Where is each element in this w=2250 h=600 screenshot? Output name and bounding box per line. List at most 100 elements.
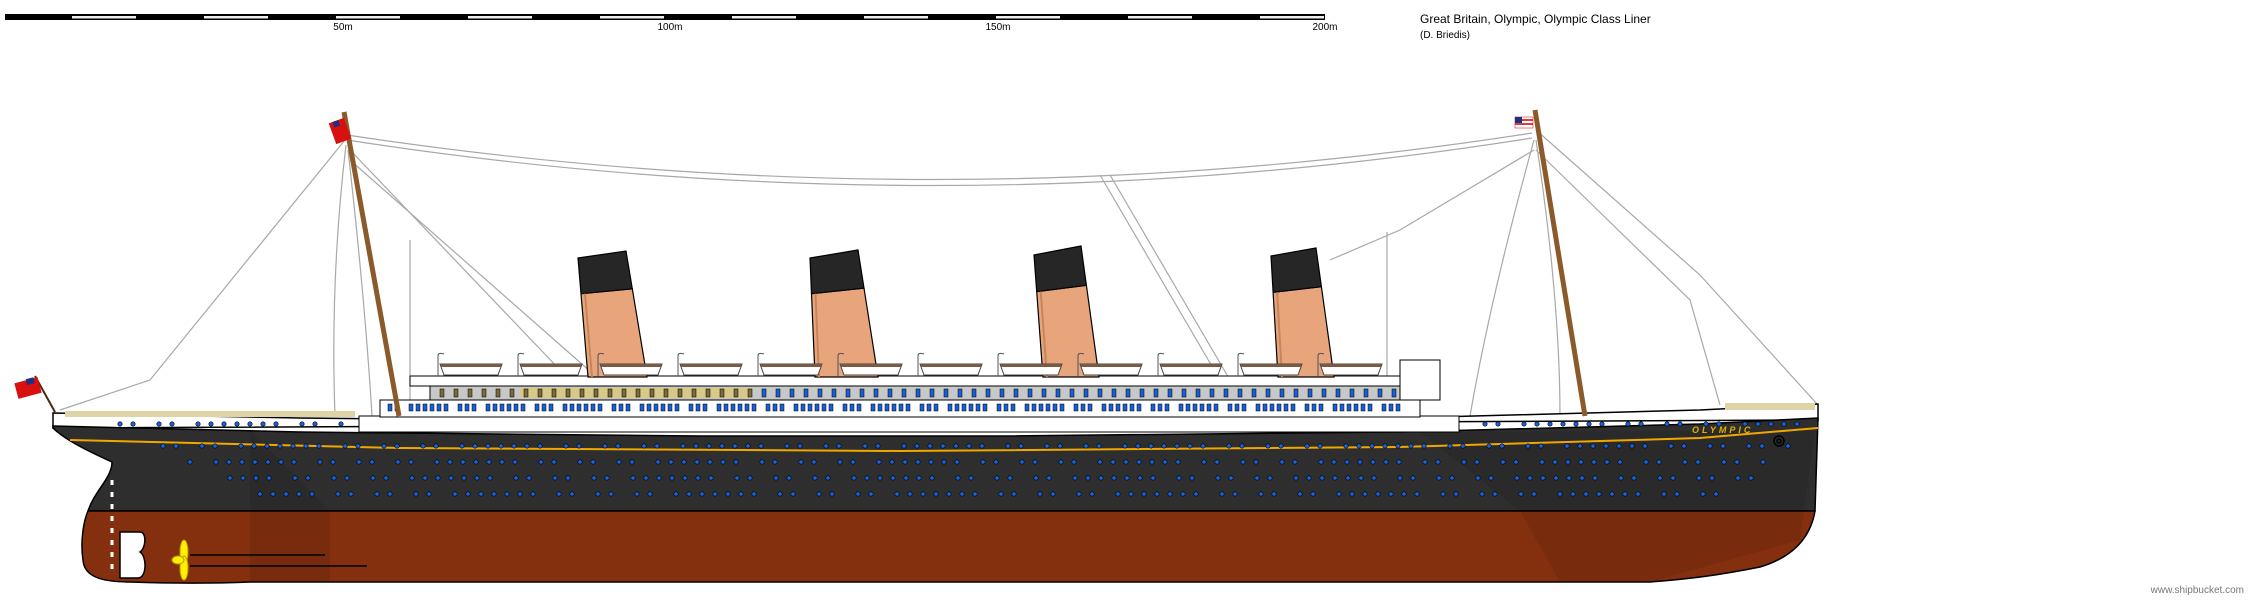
window	[1027, 388, 1033, 398]
porthole	[1703, 421, 1709, 427]
scale-bar-segment	[468, 16, 532, 19]
window	[702, 403, 708, 412]
porthole	[1573, 421, 1579, 427]
window	[737, 403, 743, 412]
porthole	[993, 459, 999, 465]
window	[985, 388, 991, 398]
porthole	[460, 459, 466, 465]
porthole	[348, 491, 354, 497]
window	[772, 403, 778, 412]
window	[1150, 403, 1156, 412]
porthole	[1072, 475, 1078, 481]
porthole	[1161, 443, 1167, 449]
window	[929, 388, 935, 398]
porthole	[1085, 475, 1091, 481]
porthole	[1148, 443, 1154, 449]
porthole	[1149, 459, 1155, 465]
porthole	[1695, 459, 1701, 465]
porthole	[260, 421, 266, 427]
c-deck	[358, 415, 1460, 433]
porthole	[487, 475, 493, 481]
lifeboat-cover	[921, 364, 981, 367]
porthole	[1531, 491, 1537, 497]
window	[481, 388, 487, 398]
window	[716, 403, 722, 412]
porthole	[825, 475, 831, 481]
porthole	[344, 475, 350, 481]
porthole	[1435, 459, 1441, 465]
porthole	[1397, 475, 1403, 481]
porthole	[894, 491, 900, 497]
porthole	[959, 491, 965, 497]
window	[1388, 403, 1394, 412]
porthole	[876, 459, 882, 465]
porthole	[850, 459, 856, 465]
porthole	[435, 475, 441, 481]
porthole	[335, 491, 341, 497]
porthole	[1518, 491, 1524, 497]
porthole	[212, 443, 218, 449]
funnel-shading	[1276, 292, 1283, 378]
porthole	[299, 421, 305, 427]
window	[1129, 403, 1135, 412]
porthole	[1742, 421, 1748, 427]
porthole	[1215, 475, 1221, 481]
scale-label-200: 200m	[1312, 22, 1338, 33]
window	[467, 388, 473, 398]
lifeboat-cover	[1081, 364, 1141, 367]
porthole	[1267, 475, 1273, 481]
porthole	[643, 475, 649, 481]
porthole	[738, 491, 744, 497]
window	[957, 388, 963, 398]
porthole	[199, 443, 205, 449]
porthole	[1716, 421, 1722, 427]
porthole	[1599, 421, 1605, 427]
window	[408, 403, 414, 412]
porthole	[668, 459, 674, 465]
porthole	[1553, 475, 1559, 481]
porthole	[812, 475, 818, 481]
porthole	[980, 459, 986, 465]
porthole	[173, 443, 179, 449]
porthole	[1768, 421, 1774, 427]
window	[947, 403, 953, 412]
window	[1199, 403, 1205, 412]
porthole	[693, 443, 699, 449]
porthole	[889, 459, 895, 465]
porthole	[634, 491, 640, 497]
porthole	[257, 491, 263, 497]
porthole	[474, 475, 480, 481]
porthole	[1682, 459, 1688, 465]
anchor-icon	[1773, 435, 1785, 447]
davit	[1157, 352, 1165, 376]
porthole	[1345, 475, 1351, 481]
window	[1353, 403, 1359, 412]
porthole	[927, 443, 933, 449]
window	[1195, 388, 1201, 398]
window	[971, 388, 977, 398]
porthole	[1228, 475, 1234, 481]
window	[968, 403, 974, 412]
porthole	[1076, 491, 1082, 497]
porthole	[1005, 443, 1011, 449]
porthole	[273, 421, 279, 427]
porthole	[1343, 443, 1349, 449]
window	[1213, 403, 1219, 412]
porthole	[524, 443, 530, 449]
porthole	[759, 459, 765, 465]
porthole	[576, 443, 582, 449]
porthole	[1618, 475, 1624, 481]
porthole	[434, 459, 440, 465]
porthole	[1344, 459, 1350, 465]
porthole	[1552, 459, 1558, 465]
porthole	[1643, 459, 1649, 465]
porthole	[1279, 459, 1285, 465]
window	[891, 403, 897, 412]
window	[870, 403, 876, 412]
deck-windows	[387, 388, 1401, 412]
porthole	[1453, 491, 1459, 497]
porthole	[1111, 475, 1117, 481]
porthole	[903, 475, 909, 481]
porthole	[552, 475, 558, 481]
window	[1010, 403, 1016, 412]
